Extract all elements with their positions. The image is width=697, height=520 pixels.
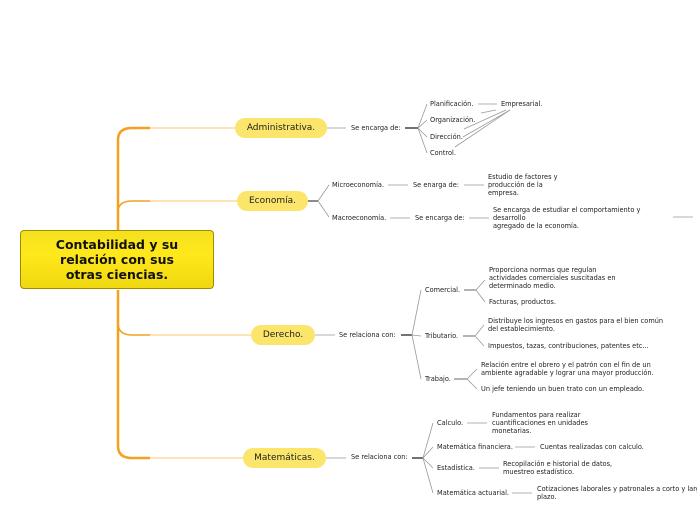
econ-micro-desc[interactable]: Estudio de factores y producción de la e… — [488, 173, 558, 198]
derecho-connector[interactable]: Se relaciona con: — [339, 331, 396, 339]
topic-economia[interactable]: Economía. — [237, 191, 308, 211]
derecho-trabajo-example[interactable]: Un jefe teniendo un buen trato con un em… — [481, 385, 645, 393]
admin-item[interactable]: Planificación. — [430, 100, 474, 108]
derecho-tributario-desc[interactable]: Distribuye los ingresos en gastos para e… — [488, 317, 664, 334]
admin-item[interactable]: Organización. — [430, 116, 476, 124]
topic-administrativa[interactable]: Administrativa. — [235, 118, 327, 138]
mate-connector[interactable]: Se relaciona con: — [351, 453, 408, 461]
derecho-comercial[interactable]: Comercial. — [425, 286, 461, 294]
econ-micro[interactable]: Microeconomía. — [332, 181, 385, 189]
mate-calculo-desc[interactable]: Fundamentos para realizar cuantificacion… — [492, 411, 588, 436]
econ-macro-desc[interactable]: Se encarga de estudiar el comportamiento… — [493, 206, 641, 231]
central-topic[interactable]: Contabilidad y su relación con sus otras… — [20, 230, 214, 289]
admin-item[interactable]: Control. — [430, 149, 456, 157]
mate-calculo[interactable]: Calculo. — [437, 419, 464, 427]
mate-financiera[interactable]: Matemática financiera. — [437, 443, 513, 451]
econ-macro-connector[interactable]: Se encarga de: — [415, 214, 465, 222]
derecho-tributario[interactable]: Tributario. — [425, 332, 459, 340]
mate-actuarial[interactable]: Matemática actuarial. — [437, 489, 509, 497]
derecho-tributario-example[interactable]: Impuestos, tazas, contribuciones, patent… — [488, 342, 649, 350]
mate-estadistica[interactable]: Estadística. — [437, 464, 475, 472]
admin-item[interactable]: Dirección. — [430, 133, 463, 141]
derecho-comercial-desc[interactable]: Proporciona normas que regulan actividad… — [489, 266, 616, 291]
derecho-trabajo-desc[interactable]: Relación entre el obrero y el patrón con… — [481, 361, 654, 378]
derecho-comercial-example[interactable]: Facturas, productos. — [489, 298, 556, 306]
admin-summary[interactable]: Empresarial. — [501, 100, 543, 108]
mate-actuarial-desc[interactable]: Cotizaciones laborales y patronales a co… — [537, 485, 697, 502]
derecho-trabajo[interactable]: Trabajo. — [425, 375, 451, 383]
econ-micro-connector[interactable]: Se enarga de: — [413, 181, 459, 189]
topic-derecho[interactable]: Derecho. — [251, 325, 315, 345]
econ-macro[interactable]: Macroeconomía. — [332, 214, 387, 222]
topic-matematicas[interactable]: Matemáticas. — [243, 448, 326, 468]
mate-financiera-desc[interactable]: Cuentas realizadas con calculo. — [540, 443, 644, 451]
admin-connector[interactable]: Se encarga de: — [351, 124, 401, 132]
mate-estadistica-desc[interactable]: Recopilación e historial de datos, muest… — [503, 460, 613, 477]
